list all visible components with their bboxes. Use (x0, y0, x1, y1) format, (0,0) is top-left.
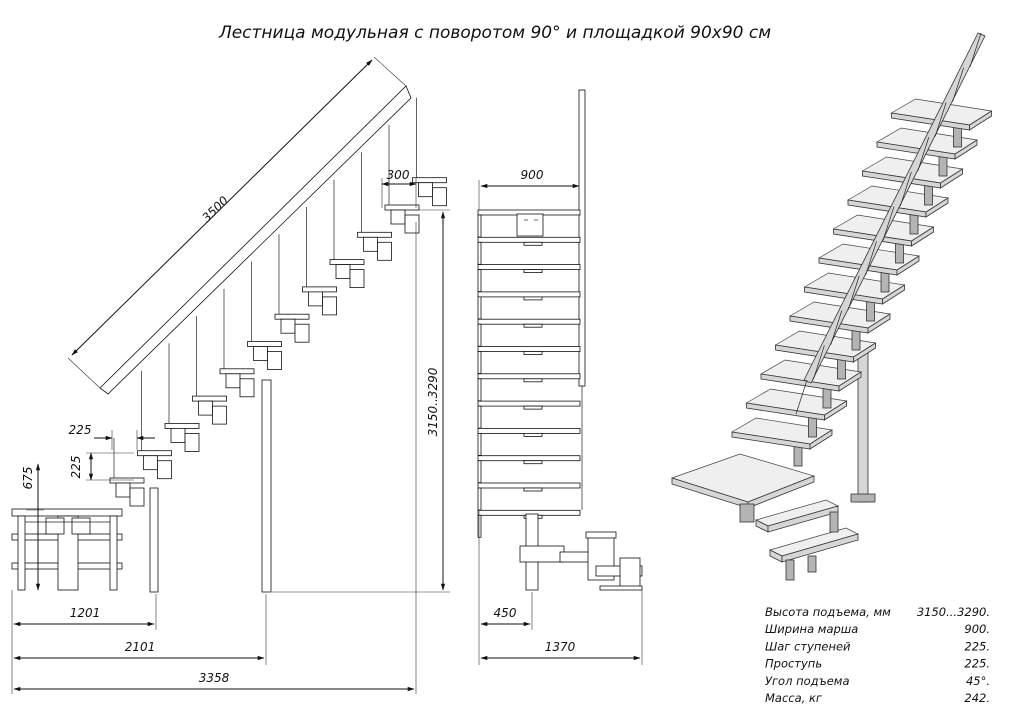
front-tread (477, 427, 581, 456)
spec-value: 225. (964, 639, 990, 653)
iso-baluster (813, 345, 825, 380)
tread-label: 225 (69, 423, 92, 437)
side-support-post-mid (149, 487, 159, 593)
spec-value: 900. (964, 622, 990, 636)
side-landing (11, 508, 123, 591)
iso-balusters (795, 32, 982, 415)
iso-landing (670, 453, 816, 523)
spec-row: Проступь 225. (765, 657, 990, 671)
side-view: 3500 300 3150..3290 (11, 56, 450, 694)
front-tread (477, 455, 581, 484)
iso-baluster (882, 206, 895, 241)
dim-3358-label: 3358 (199, 671, 230, 685)
spec-row: Ширина марша 900. (765, 622, 990, 636)
riser-label: 225 (69, 456, 83, 479)
iso-tread (745, 388, 848, 438)
front-offset-label: 450 (494, 606, 517, 620)
drawing-title: Лестница модульная с поворотом 90° и пло… (218, 23, 771, 43)
side-step (329, 179, 365, 289)
side-step (302, 206, 337, 316)
side-step (137, 370, 172, 480)
landing-height-label: 675 (21, 467, 35, 490)
iso-tread (774, 330, 877, 380)
side-support-post-tall (261, 379, 272, 593)
front-view: 900 450 1370 (477, 89, 643, 665)
side-step (274, 234, 310, 343)
iso-baluster (900, 171, 912, 206)
spec-value: 45°. (966, 674, 990, 688)
side-step (164, 343, 200, 452)
iso-baluster (795, 379, 808, 415)
side-step (192, 316, 227, 425)
iso-baluster (934, 102, 947, 137)
front-tread (477, 318, 581, 347)
dim-1201-label: 1201 (70, 606, 101, 620)
side-step (247, 261, 282, 370)
side-step (219, 288, 255, 398)
spec-row: Шаг ступеней 225. (765, 639, 990, 653)
front-tread (477, 346, 581, 374)
iso-baluster (952, 67, 964, 102)
spec-label: Ширина марша (765, 622, 858, 636)
iso-bottom-steps (755, 499, 859, 581)
spec-row: Масса, кг 242. (765, 691, 990, 705)
front-tread (477, 400, 581, 429)
spec-value: 225. (964, 657, 990, 671)
iso-baluster (847, 275, 860, 311)
rail-length-label: 3500 (199, 193, 231, 225)
spec-value: 242. (964, 691, 990, 705)
side-step (357, 152, 392, 261)
front-total-label: 1370 (545, 640, 576, 654)
side-step (109, 438, 145, 507)
front-tread (477, 291, 581, 320)
top-step-depth-label: 300 (387, 168, 410, 182)
iso-view (670, 32, 993, 581)
front-tread (477, 373, 581, 402)
spec-label: Шаг ступеней (765, 639, 851, 653)
spec-value: 3150...3290. (917, 605, 990, 619)
stair-height-label: 3150..3290 (426, 367, 440, 436)
iso-baluster (830, 310, 843, 345)
spec-table: Высота подъема, мм 3150...3290. Ширина мар… (765, 605, 990, 705)
side-step (384, 125, 420, 234)
spec-row: Угол подъема 45°. (765, 674, 990, 688)
spec-label: Высота подъема, мм (765, 605, 891, 619)
flight-width-label: 900 (521, 168, 544, 182)
spec-label: Проступь (765, 657, 822, 671)
spec-row: Высота подъема, мм 3150...3290. (765, 605, 990, 619)
front-tread (477, 482, 581, 511)
iso-baluster (865, 241, 877, 276)
side-step (412, 97, 447, 207)
front-tread (477, 264, 581, 293)
iso-baluster (969, 32, 982, 68)
front-steps (477, 209, 581, 538)
iso-handrail (803, 32, 986, 384)
iso-baluster (917, 136, 930, 172)
rail-length-dim-line (71, 59, 373, 356)
dim-2101-label: 2101 (125, 640, 156, 654)
front-base (519, 513, 643, 591)
spec-label: Масса, кг (765, 691, 823, 705)
front-top-bracket (516, 213, 544, 237)
iso-flight (730, 98, 993, 467)
iso-tread (730, 417, 833, 467)
spec-label: Угол подъема (765, 674, 850, 688)
front-tread (477, 236, 581, 265)
side-steps (109, 97, 447, 507)
